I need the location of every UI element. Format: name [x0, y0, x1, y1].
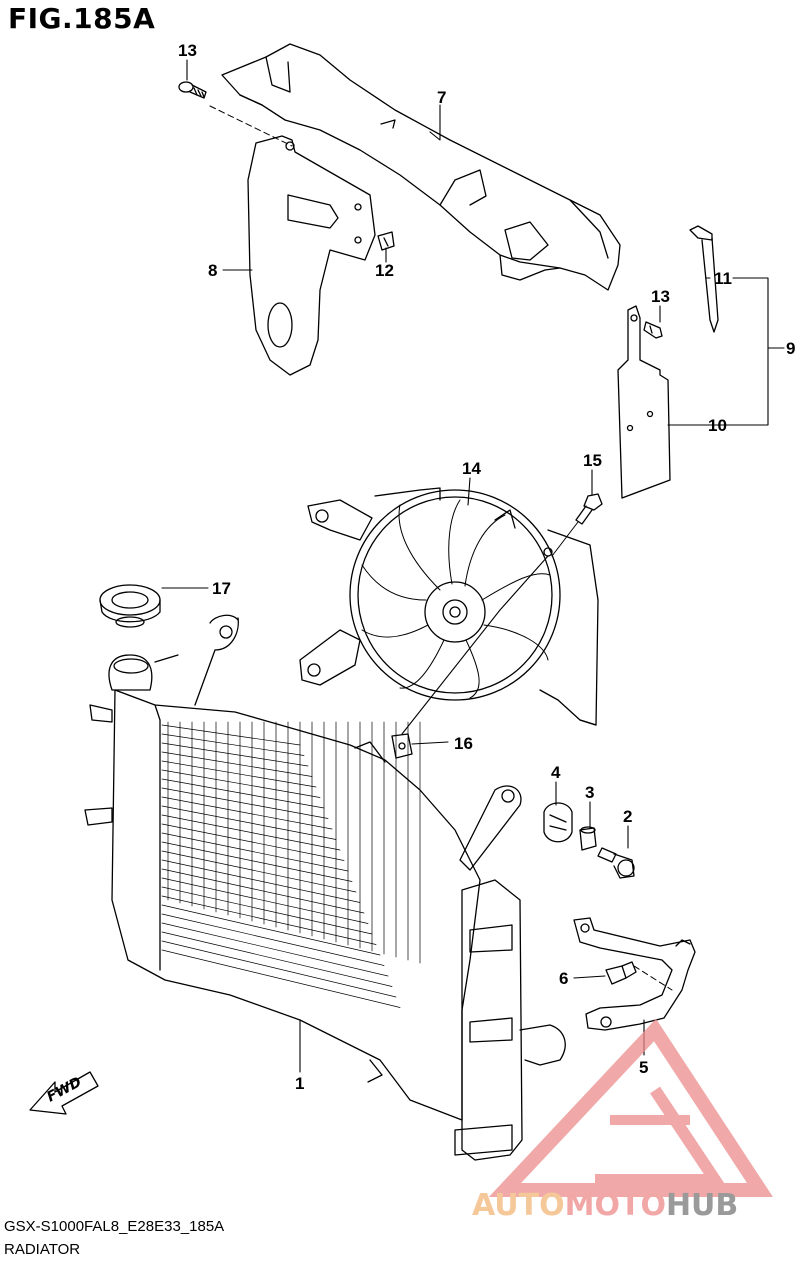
leader-lines	[161, 59, 785, 1073]
callout-13-right: 13	[651, 287, 670, 306]
callout-15: 15	[583, 451, 602, 470]
part-2-bolt	[597, 847, 635, 879]
fin-line	[161, 904, 381, 956]
fwd-arrow-icon	[29, 1071, 99, 1115]
fin-line	[161, 751, 313, 777]
fwd-label: FWD	[44, 1074, 84, 1105]
part-15-bolt	[575, 493, 603, 525]
part-8-bracket	[247, 135, 376, 376]
part-6-bolt	[605, 961, 637, 985]
fin-line	[161, 814, 341, 851]
fin-line	[161, 733, 305, 756]
callout-4: 4	[551, 763, 561, 782]
callout-5: 5	[639, 1058, 648, 1077]
fin-line	[161, 769, 321, 798]
fin-line	[161, 859, 361, 903]
fin-line	[161, 787, 329, 819]
fin-line	[161, 913, 385, 966]
part-17-cap	[99, 584, 161, 628]
model-code: GSX-S1000FAL8_E28E33_185A	[4, 1218, 225, 1235]
callout-7: 7	[437, 88, 446, 107]
callout-13-top: 13	[178, 41, 197, 60]
callout-17: 17	[212, 579, 231, 598]
fin-line	[161, 778, 325, 809]
part-14-fan-assembly	[299, 487, 599, 726]
fin-line	[161, 805, 337, 840]
fin-line	[161, 886, 373, 935]
part-13-bolt-top	[178, 81, 207, 99]
fin-line	[161, 724, 301, 746]
section-name: RADIATOR	[4, 1241, 81, 1258]
callout-10: 10	[708, 416, 727, 435]
callout-1: 1	[295, 1074, 304, 1093]
part-3-collar	[579, 826, 597, 851]
fin-line	[161, 823, 345, 861]
fin-line	[161, 868, 365, 914]
watermark-logo	[488, 1018, 773, 1197]
fin-line	[161, 877, 369, 924]
watermark-auto: AUTO	[472, 1188, 565, 1223]
watermark-hub: HUB	[666, 1188, 738, 1223]
part-4-grommet	[543, 802, 573, 843]
fin-line	[161, 832, 349, 872]
callout-6: 6	[559, 969, 568, 988]
callout-2: 2	[623, 807, 632, 826]
part-11-sensor	[689, 225, 719, 333]
callout-9: 9	[786, 339, 795, 358]
fin-line	[161, 922, 389, 977]
figure-title: FIG.185A	[8, 2, 156, 35]
fin-line	[161, 796, 333, 830]
fin-line	[161, 742, 309, 767]
fin-line	[161, 940, 397, 998]
fin-line	[161, 895, 377, 945]
callout-11: 11	[714, 269, 732, 288]
part-16-nut	[391, 733, 413, 759]
callout-16: 16	[454, 734, 473, 753]
fin-line	[161, 760, 317, 788]
part-10-plate	[617, 305, 671, 499]
fin-line	[161, 949, 401, 1008]
part-1-radiator	[84, 614, 566, 1161]
callout-3: 3	[585, 783, 594, 802]
fin-line	[161, 841, 353, 882]
callout-12: 12	[375, 261, 394, 280]
part-7-cover	[221, 43, 621, 291]
watermark-text: AUTOMOTOHUB	[472, 1188, 738, 1223]
part-5-bracket	[573, 917, 696, 1031]
watermark-moto: MOTO	[565, 1188, 666, 1223]
radiator-fins	[161, 721, 421, 1008]
part-13-bolt-right	[643, 321, 663, 339]
part-12-clip	[377, 231, 395, 251]
fin-line	[161, 931, 393, 987]
callout-8: 8	[208, 261, 217, 280]
callout-14: 14	[462, 459, 481, 478]
callout-labels: 13 7 8 12 11 13 9 10 14 15 17 16 4 3 2 6…	[178, 41, 795, 1093]
